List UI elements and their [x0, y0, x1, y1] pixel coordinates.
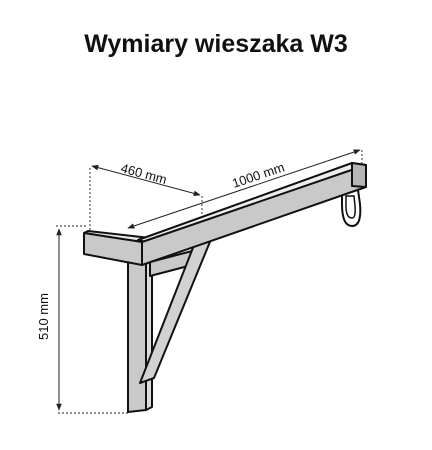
height-label: 510 mm — [36, 293, 51, 340]
diagram-title: Wymiary wieszaka W3 — [84, 30, 348, 58]
dimension-arm: 460 mm — [91, 160, 201, 197]
arm-length-label: 460 mm — [119, 160, 168, 187]
beam-length-label: 1000 mm — [230, 159, 286, 190]
main-beam — [83, 162, 367, 266]
hook — [341, 188, 362, 228]
dimension-height: 510 mm — [36, 228, 62, 411]
vertical-post — [127, 257, 153, 413]
